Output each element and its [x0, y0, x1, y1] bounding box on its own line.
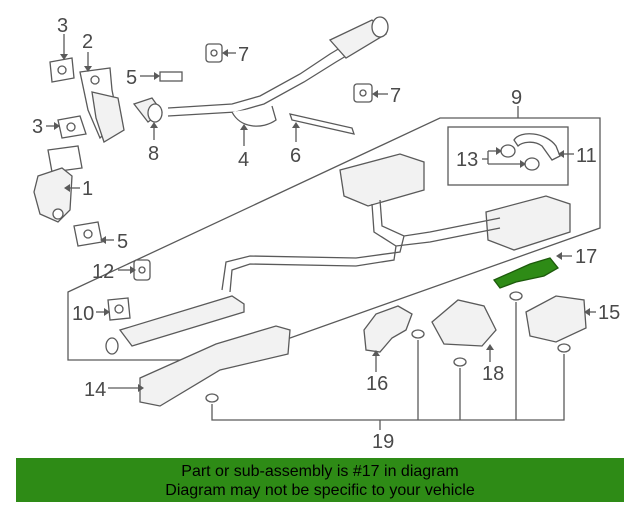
part-18-heat-shield[interactable] [431, 299, 497, 347]
callout-18: 18 [482, 363, 504, 385]
part-13-insulators[interactable] [500, 144, 540, 171]
callout-3-top: 3 [57, 15, 68, 37]
part-3-top-gasket[interactable] [49, 57, 75, 83]
callout-5-top: 5 [126, 67, 137, 89]
exhaust-parts-diagram: 3 2 3 1 5 5 7 7 8 4 6 9 13 11 12 10 17 1… [32, 15, 620, 453]
callout-2: 2 [82, 31, 93, 53]
part-5-lower-gasket[interactable] [73, 221, 103, 247]
callout-17: 17 [575, 246, 597, 268]
callout-9: 9 [511, 87, 522, 109]
callout-7-top: 7 [238, 44, 249, 66]
callout-14: 14 [84, 379, 106, 401]
part-1-converter[interactable] [33, 145, 83, 223]
callout-4: 4 [238, 149, 249, 171]
callout-19: 19 [372, 431, 394, 453]
part-2-manifold[interactable] [79, 67, 125, 143]
part-4-front-pipe[interactable] [167, 16, 389, 127]
part-12-hanger[interactable] [133, 259, 151, 281]
part-7-top-hanger[interactable] [205, 43, 223, 63]
callout-13: 13 [456, 149, 478, 171]
callout-3: 3 [32, 116, 43, 138]
part-15-heat-shield[interactable] [525, 295, 587, 343]
part-3-gasket[interactable] [57, 115, 87, 139]
part-16-heat-shield[interactable] [363, 305, 413, 353]
part-17-heat-shield-highlighted[interactable] [492, 257, 559, 289]
info-banner: Part or sub-assembly is #17 in diagram D… [16, 458, 624, 502]
group-11-outline [447, 126, 569, 186]
callout-7-right: 7 [390, 85, 401, 107]
callout-10: 10 [72, 303, 94, 325]
callout-11: 11 [576, 145, 597, 167]
part-10-gasket[interactable] [107, 297, 131, 321]
callout-1: 1 [82, 178, 93, 200]
callout-12: 12 [92, 261, 114, 283]
callout-5-lower: 5 [117, 231, 128, 253]
callout-6: 6 [290, 145, 301, 167]
callout-15: 15 [598, 302, 620, 324]
part-19-fasteners[interactable] [205, 291, 571, 403]
callout-leaders [46, 34, 596, 392]
part-19-leader-lines [211, 302, 565, 430]
part-7-right-hanger[interactable] [353, 83, 373, 103]
part-8-flex-pipe[interactable] [132, 97, 163, 123]
part-6-bracket[interactable] [289, 113, 355, 135]
callout-16: 16 [366, 373, 388, 395]
banner-line-2: Diagram may not be specific to your vehi… [165, 482, 475, 499]
part-14-heat-shield[interactable] [139, 325, 291, 407]
callout-8: 8 [148, 143, 159, 165]
part-5-clamp[interactable] [159, 71, 183, 82]
part-11-hanger[interactable] [513, 133, 561, 161]
part-9-exhaust-assembly[interactable] [105, 153, 571, 355]
banner-line-1: Part or sub-assembly is #17 in diagram [181, 463, 459, 480]
group-9-outline [67, 117, 601, 361]
